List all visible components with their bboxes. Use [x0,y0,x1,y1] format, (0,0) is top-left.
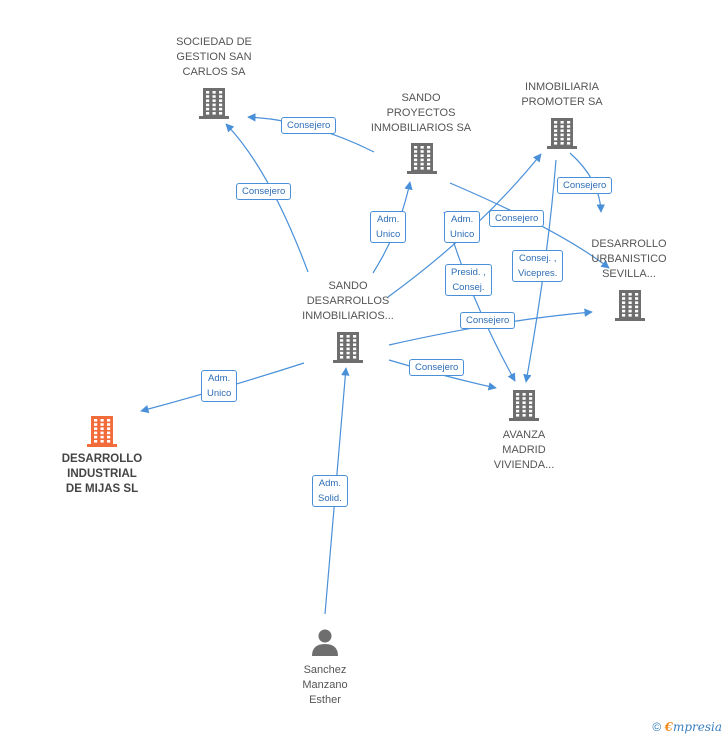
person-icon[interactable] [312,629,338,657]
edge-label-sando_des-to-urbanistico[interactable]: Consejero [460,312,516,329]
edge-label-sando_des-to-promoter[interactable]: Adm. Unico [444,211,481,243]
edge-label-sando_proy-to-sociedad[interactable]: Consejero [281,117,337,134]
empresia-logo[interactable]: €mpresia [664,720,722,734]
building-icon[interactable] [333,332,363,363]
node-label-mijas[interactable]: DESARROLLO INDUSTRIAL DE MIJAS SL [61,453,143,495]
edge-label-person-to-sando_des[interactable]: Adm. Solid. [312,475,348,507]
node-label-avanza[interactable]: AVANZA MADRID VIVIENDA... [493,429,555,471]
copyright-symbol: © [652,720,662,734]
edge-label-sando_des-to-mijas[interactable]: Adm. Unico [201,370,238,402]
edge-sando_proy-to-urbanistico [449,182,610,269]
building-icon[interactable] [547,118,577,149]
edge-label-sando_des-to-sociedad[interactable]: Consejero [236,183,292,200]
edge-label-sando_des-to-avanza[interactable]: Consejero [409,359,465,376]
node-label-person[interactable]: Sanchez Manzano Esther [302,664,348,706]
building-icon[interactable] [199,88,229,119]
edge-label-promoter-to-avanza[interactable]: Consej. , Vicepres. [512,250,564,282]
edge-label-sando_proy-to-urbanistico[interactable]: Consejero [489,210,545,227]
building-icon[interactable] [407,143,437,174]
building-icon[interactable] [615,290,645,321]
node-label-sando_proy[interactable]: SANDO PROYECTOS INMOBILIARIOS SA [370,92,472,134]
building-icon[interactable] [509,390,539,421]
node-label-sando_des[interactable]: SANDO DESARROLLOS INMOBILIARIOS... [302,280,394,322]
node-label-sociedad[interactable]: SOCIEDAD DE GESTION SAN CARLOS SA [176,36,252,78]
node-label-urbanistico[interactable]: DESARROLLO URBANISTICO SEVILLA... [591,238,667,280]
edge-label-sando_des-to-sando_proy[interactable]: Adm. Unico [370,211,407,243]
edge-label-promoter-to-urbanistico[interactable]: Consejero [557,177,613,194]
focus-building-icon[interactable] [87,416,117,447]
footer-brand: © €mpresia [652,720,722,734]
edge-label-sando_proy-to-avanza[interactable]: Presid. , Consej. [445,264,492,296]
node-label-promoter[interactable]: INMOBILIARIA PROMOTER SA [521,81,603,108]
